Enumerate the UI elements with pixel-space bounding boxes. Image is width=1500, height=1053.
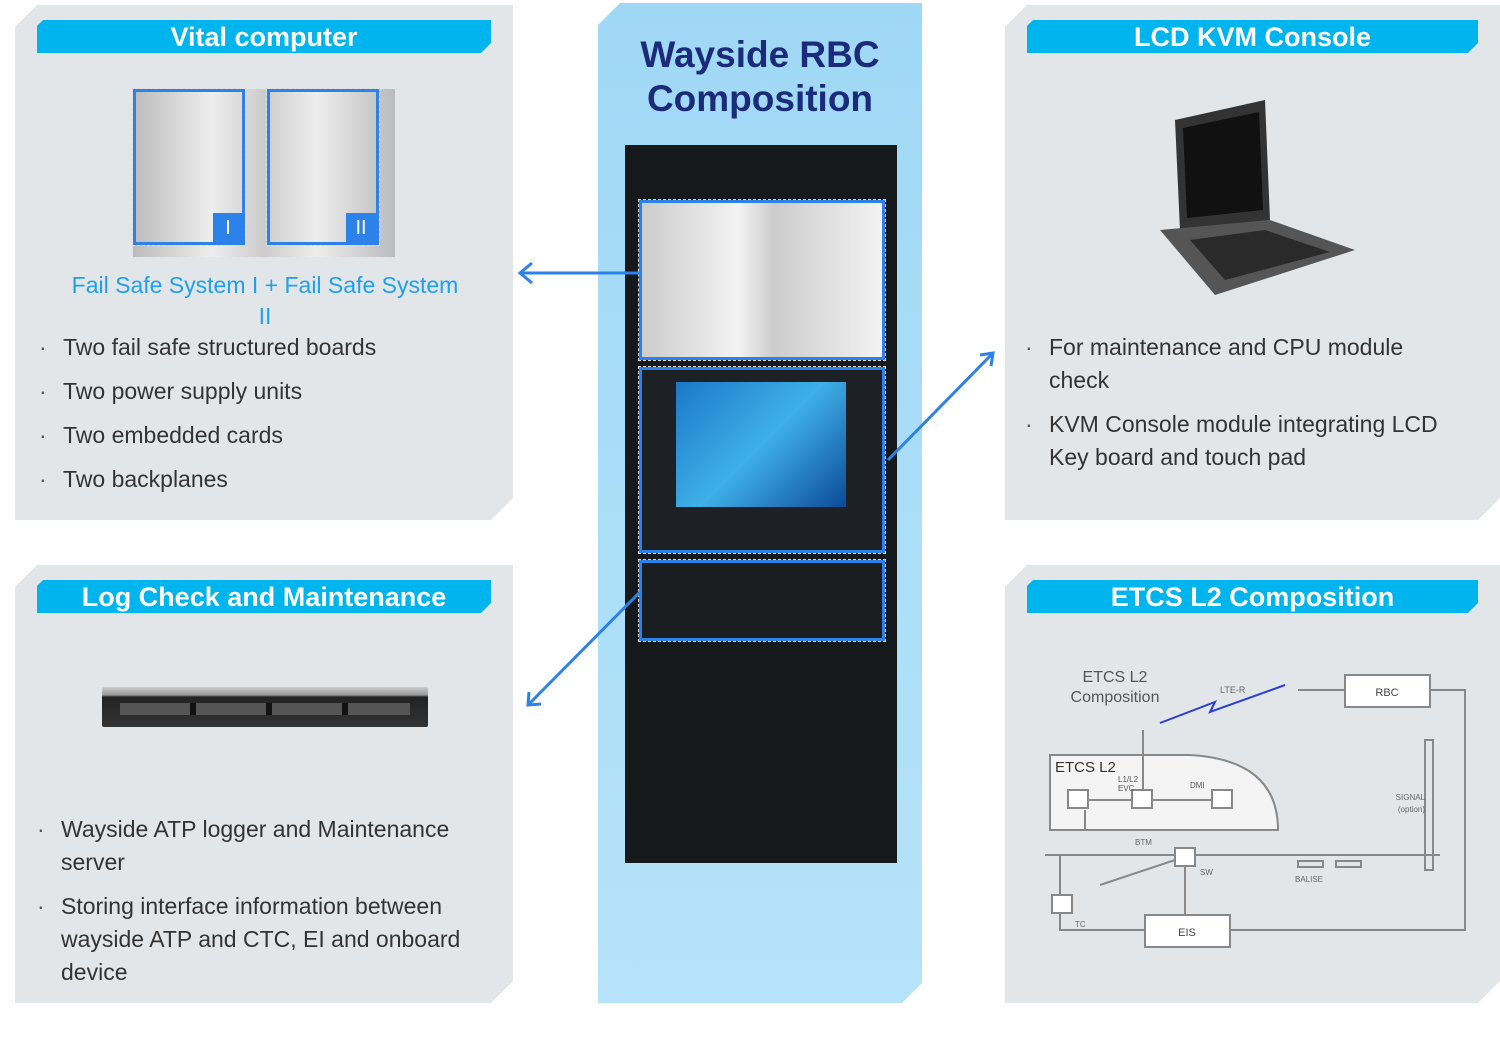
tc-label: TC xyxy=(1075,920,1086,929)
vital-computer-image: I II xyxy=(133,89,395,257)
kvm-console-panel: LCD KVM Console For maintenance and CPU … xyxy=(1005,5,1500,520)
log-server-section[interactable] xyxy=(639,560,885,641)
bullet: Storing interface information between wa… xyxy=(37,890,477,989)
bullet: Two embedded cards xyxy=(39,419,376,452)
bullet: Two power supply units xyxy=(39,375,376,408)
etcs-panel: ETCS L2 Composition ETCS L2 Composition … xyxy=(1005,565,1500,1003)
eis-label: EIS xyxy=(1178,927,1196,939)
kvm-section[interactable] xyxy=(639,367,885,553)
kvm-console-image xyxy=(1155,100,1365,300)
badge-system-2: II xyxy=(346,213,376,243)
panel-header: LCD KVM Console xyxy=(1027,20,1478,53)
vital-computer-panel: Vital computer I II Fail Safe System I +… xyxy=(15,5,513,520)
diagram-caption: ETCS L2 xyxy=(1083,669,1148,686)
etcs-diagram: ETCS L2 Composition LTE-R RBC ETCS L2 L1… xyxy=(1040,660,1480,960)
dmi-label: DMI xyxy=(1190,781,1205,790)
arrow-to-log xyxy=(526,590,642,707)
balise-label: BALISE xyxy=(1295,875,1323,884)
evc-label: L1/L2 xyxy=(1118,775,1139,784)
bullet: For maintenance and CPU module check xyxy=(1025,331,1465,397)
arrow-to-vital xyxy=(517,261,640,285)
badge-system-1: I xyxy=(213,213,243,243)
arrow-to-kvm xyxy=(886,351,995,462)
train-label: ETCS L2 xyxy=(1055,759,1116,776)
center-title: Wayside RBC xyxy=(640,34,880,75)
log-server-panel: Log Check and Maintenance Server Wayside… xyxy=(15,565,513,1003)
bullet: Two fail safe structured boards xyxy=(39,331,376,364)
sw-label: SW xyxy=(1200,868,1213,877)
bullet: Two backplanes xyxy=(39,463,376,496)
lte-label: LTE-R xyxy=(1220,685,1246,695)
vital-subtitle: Fail Safe System I + Fail Safe System II xyxy=(71,272,459,329)
bullet: Wayside ATP logger and Maintenance serve… xyxy=(37,813,477,879)
btm-label: BTM xyxy=(1135,838,1152,847)
rbc-label: RBC xyxy=(1375,687,1398,699)
vital-computer-section[interactable] xyxy=(639,200,885,360)
bullet: KVM Console module integrating LCD Key b… xyxy=(1025,408,1465,474)
panel-header: ETCS L2 Composition xyxy=(1027,580,1478,613)
center-title: Composition xyxy=(646,78,874,119)
diagram-caption: Composition xyxy=(1071,689,1160,706)
panel-header: Vital computer xyxy=(37,20,491,53)
rbc-cabinet-image xyxy=(625,145,897,863)
evc-label: EVC xyxy=(1118,784,1135,793)
signal-label: SIGNAL xyxy=(1396,793,1426,802)
server-image xyxy=(102,687,428,727)
signal-label: (option) xyxy=(1398,805,1425,814)
